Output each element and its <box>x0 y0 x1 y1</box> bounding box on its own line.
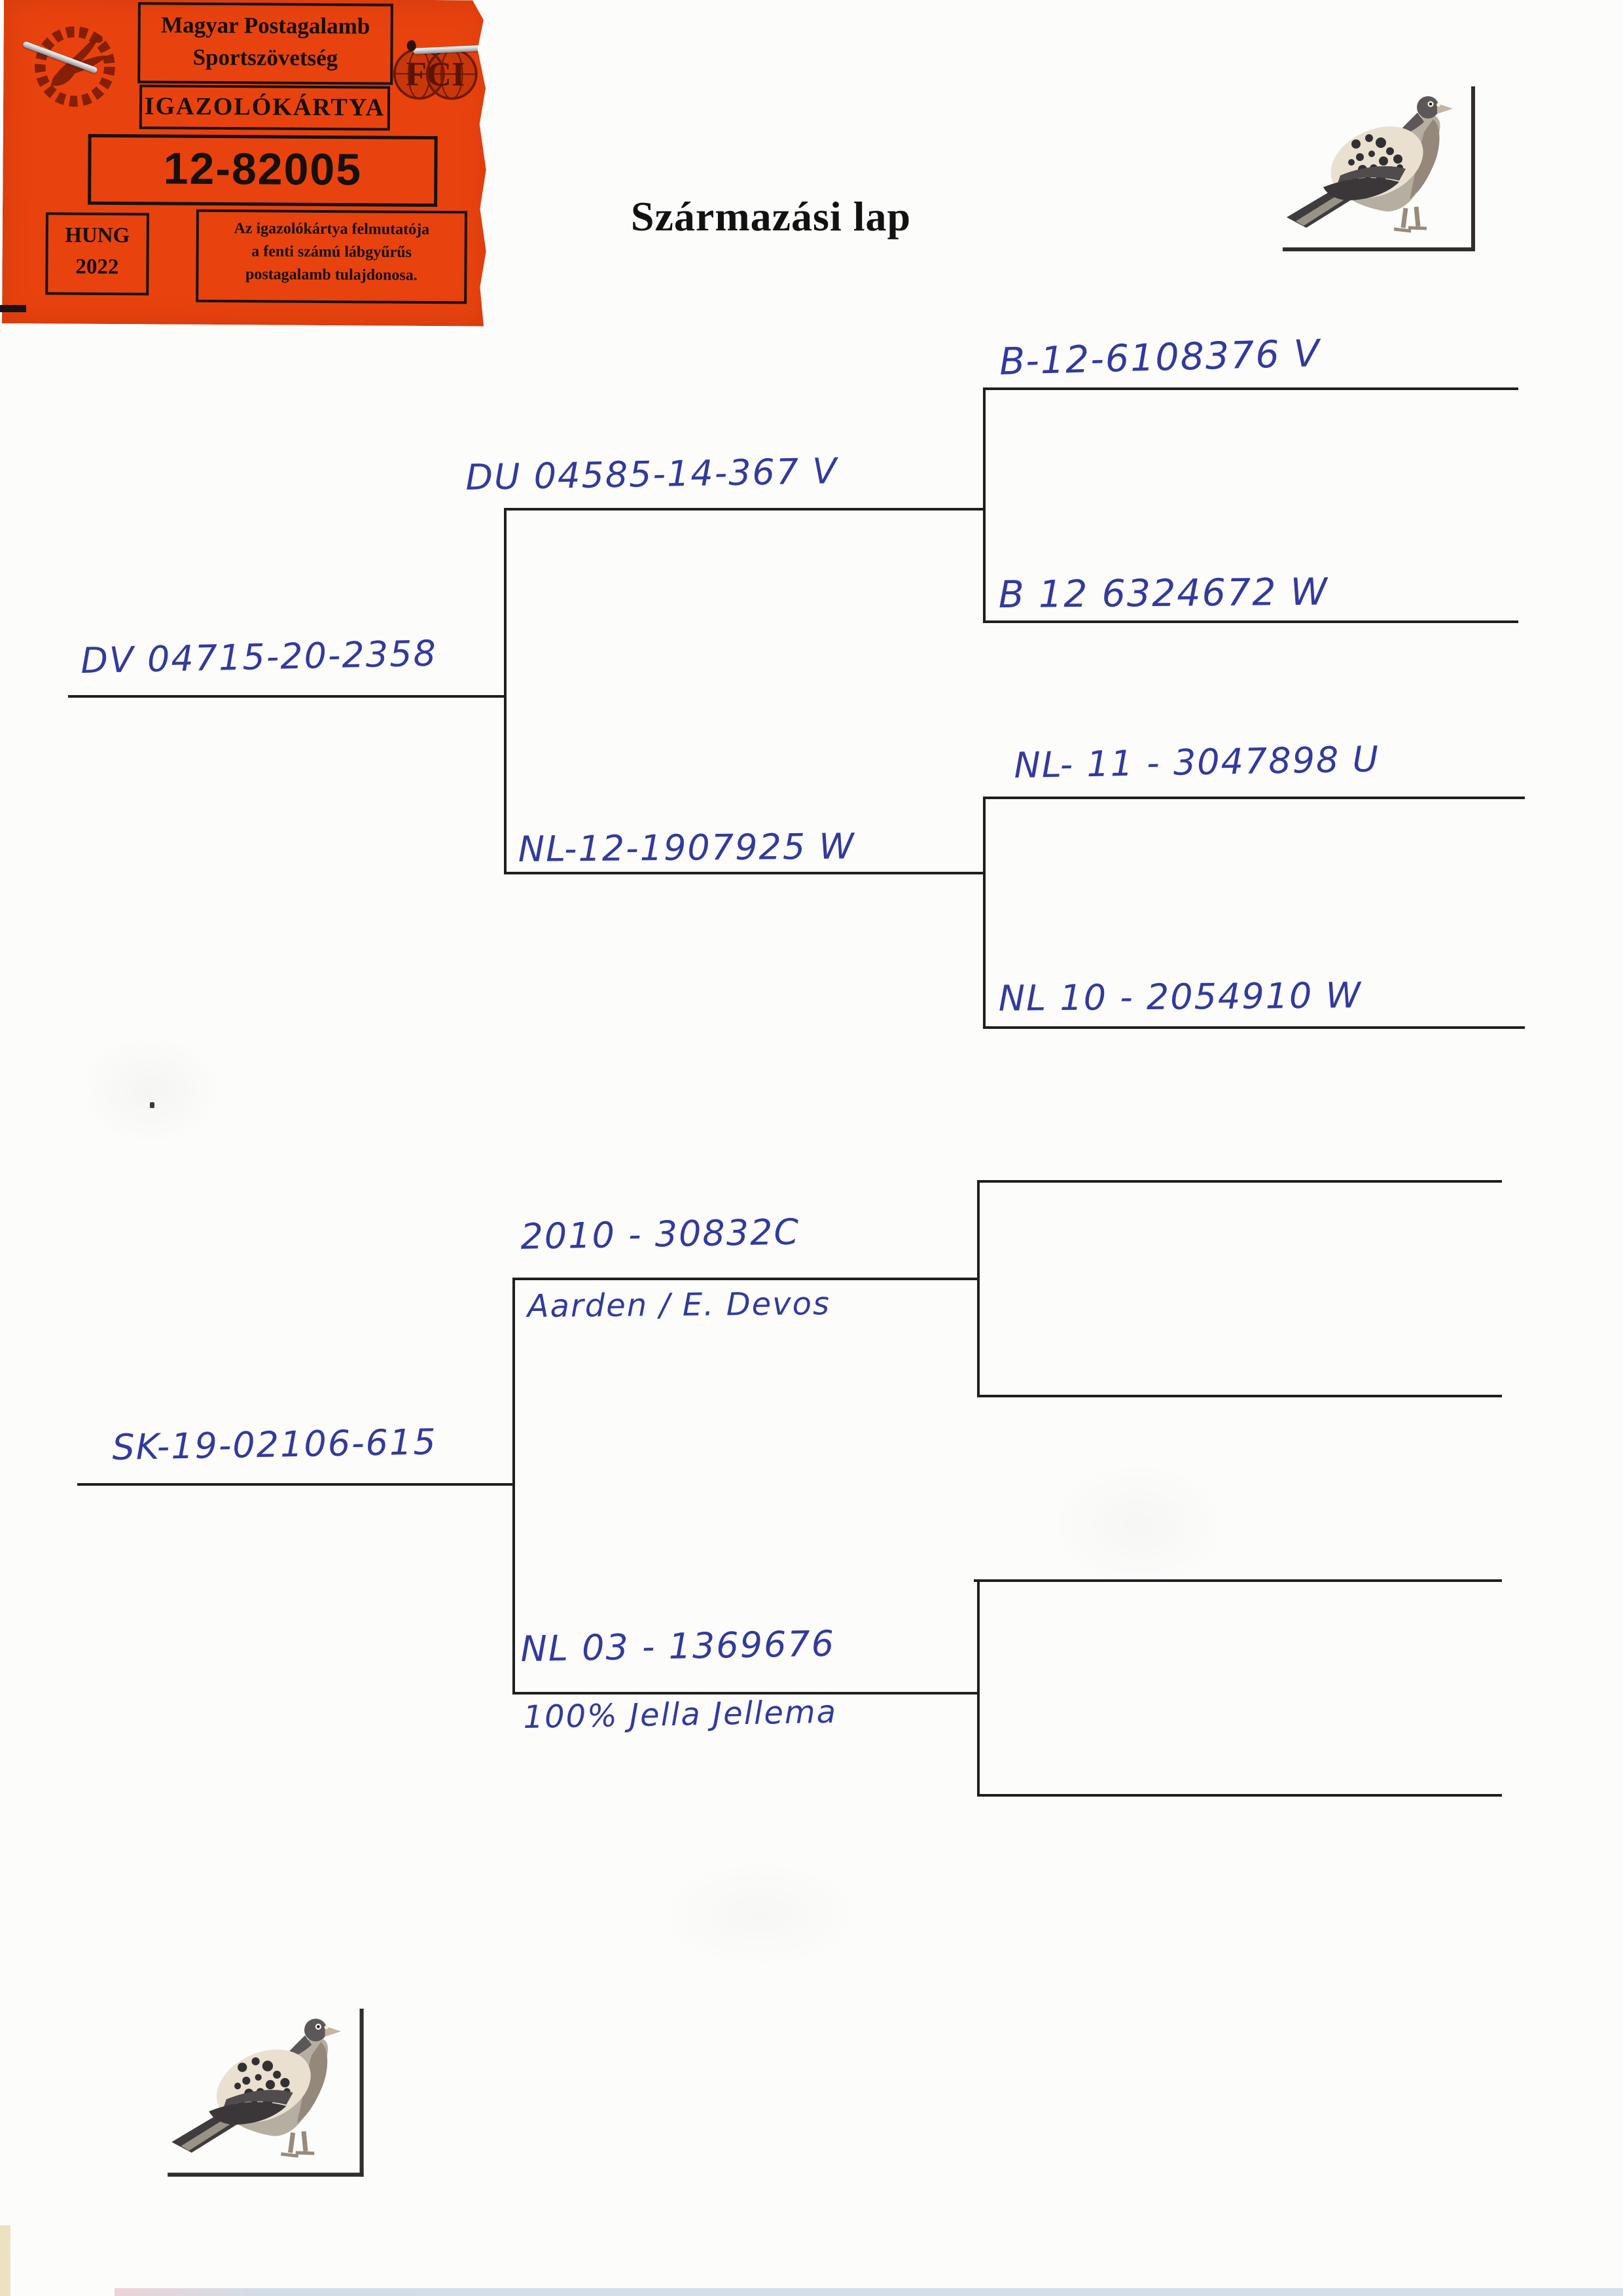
racing-pigeon-illustration <box>168 2008 364 2177</box>
scan-smudge <box>79 1034 223 1145</box>
racing-pigeon-illustration <box>1283 86 1475 251</box>
scan-edge-artifact-bottom <box>115 2288 1623 2296</box>
pedigree-bracket-top <box>504 509 507 874</box>
scan-smudge <box>1047 1460 1230 1590</box>
ring-number-sire-sire-top: B-12-6108376 V <box>999 332 1321 384</box>
pedigree-line-sire-sire-bottom <box>977 1180 1502 1183</box>
pedigree-line-sire-dam-top <box>983 620 1518 623</box>
pedigree-line-dam-sire-top <box>983 797 1525 799</box>
strain-note-dam-bottom: 100% Jella Jellema <box>523 1693 838 1736</box>
ring-number-dam-sire-top: NL- 11 - 3047898 U <box>1013 738 1380 786</box>
holder-statement-line1: Az igazolókártya felmutatója <box>234 220 430 238</box>
pedigree-line-sire-dam-bottom <box>977 1395 1502 1397</box>
fci-globes-emblem-icon: FCI <box>386 31 485 114</box>
pigeon-photo-bottom <box>162 1975 376 2186</box>
pedigree-line-bird-top <box>68 695 504 698</box>
pedigree-bracket-dam-parents-top <box>983 797 986 1029</box>
pedigree-line-dam-dam-top <box>983 1026 1525 1029</box>
pedigree-line-dam-top <box>504 872 983 874</box>
ring-number-sire-bottom: 2010 - 30832C <box>520 1211 800 1257</box>
pedigree-bracket-dam-parents-bottom <box>977 1579 980 1797</box>
ring-number-bird-bottom: SK-19-02106-615 <box>111 1421 438 1468</box>
ring-number-dam-top: NL-12-1907925 W <box>518 825 856 870</box>
pedigree-line-sire-sire-top <box>983 387 1518 390</box>
scan-smudge <box>654 1859 864 1970</box>
pedigree-line-bird-bottom <box>77 1483 512 1486</box>
strain-note-sire-bottom: Aarden / E. Devos <box>527 1285 831 1325</box>
ring-number-dam-bottom: NL 03 - 1369676 <box>520 1623 836 1670</box>
pedigree-bracket-sire-parents-top <box>983 387 986 623</box>
holder-statement-line3: postagalamb tulajdonosa. <box>245 265 418 284</box>
pigeon-photo-top <box>1277 59 1487 255</box>
pedigree-line-sire-bottom <box>512 1278 978 1280</box>
card-type-box: IGAZOLÓKÁRTYA <box>139 84 390 130</box>
country-label: HUNG <box>65 223 130 248</box>
ring-number-bird-top: DV 04715-20-2358 <box>80 632 438 681</box>
pedigree-line-dam-bottom <box>512 1692 978 1695</box>
card-number-box: 12-82005 <box>88 134 438 207</box>
country-year-box: HUNG 2022 <box>45 212 149 295</box>
card-type-label: IGAZOLÓKÁRTYA <box>144 92 385 122</box>
holder-statement-line2: a fenti számú lábgyűrűs <box>251 243 412 261</box>
card-number: 12-82005 <box>163 143 363 195</box>
pedigree-bracket-bottom <box>512 1279 515 1695</box>
federation-name-box: Magyar Postagalamb Sportszövetség <box>137 2 393 84</box>
pedigree-line-sire-top <box>504 508 983 511</box>
ring-number-sire-top: DU 04585-14-367 V <box>465 450 838 498</box>
holder-statement-box: Az igazolókártya felmutatója a fenti szá… <box>196 209 467 304</box>
pedigree-line-dam-dam-bottom <box>977 1794 1502 1797</box>
scan-edge-artifact-left <box>0 2225 10 2296</box>
fci-letters: FCI <box>406 55 465 94</box>
ink-speck <box>150 1102 154 1108</box>
federation-name-line1: Magyar Postagalamb <box>161 12 370 39</box>
page-title: Származási lap <box>630 193 912 240</box>
pedigree-line-dam-sire-bottom <box>974 1579 1502 1582</box>
pedigree-bracket-sire-parents-bottom <box>977 1180 980 1397</box>
card-corner-mark <box>0 305 26 312</box>
ring-number-sire-dam-top: B 12 6324672 W <box>998 570 1329 617</box>
ring-number-dam-dam-top: NL 10 - 2054910 W <box>998 975 1363 1019</box>
membership-card: FCI Magyar Postagalamb Sportszövetség IG… <box>2 0 490 327</box>
federation-name-line2: Sportszövetség <box>192 44 338 71</box>
year-label: 2022 <box>75 255 119 279</box>
